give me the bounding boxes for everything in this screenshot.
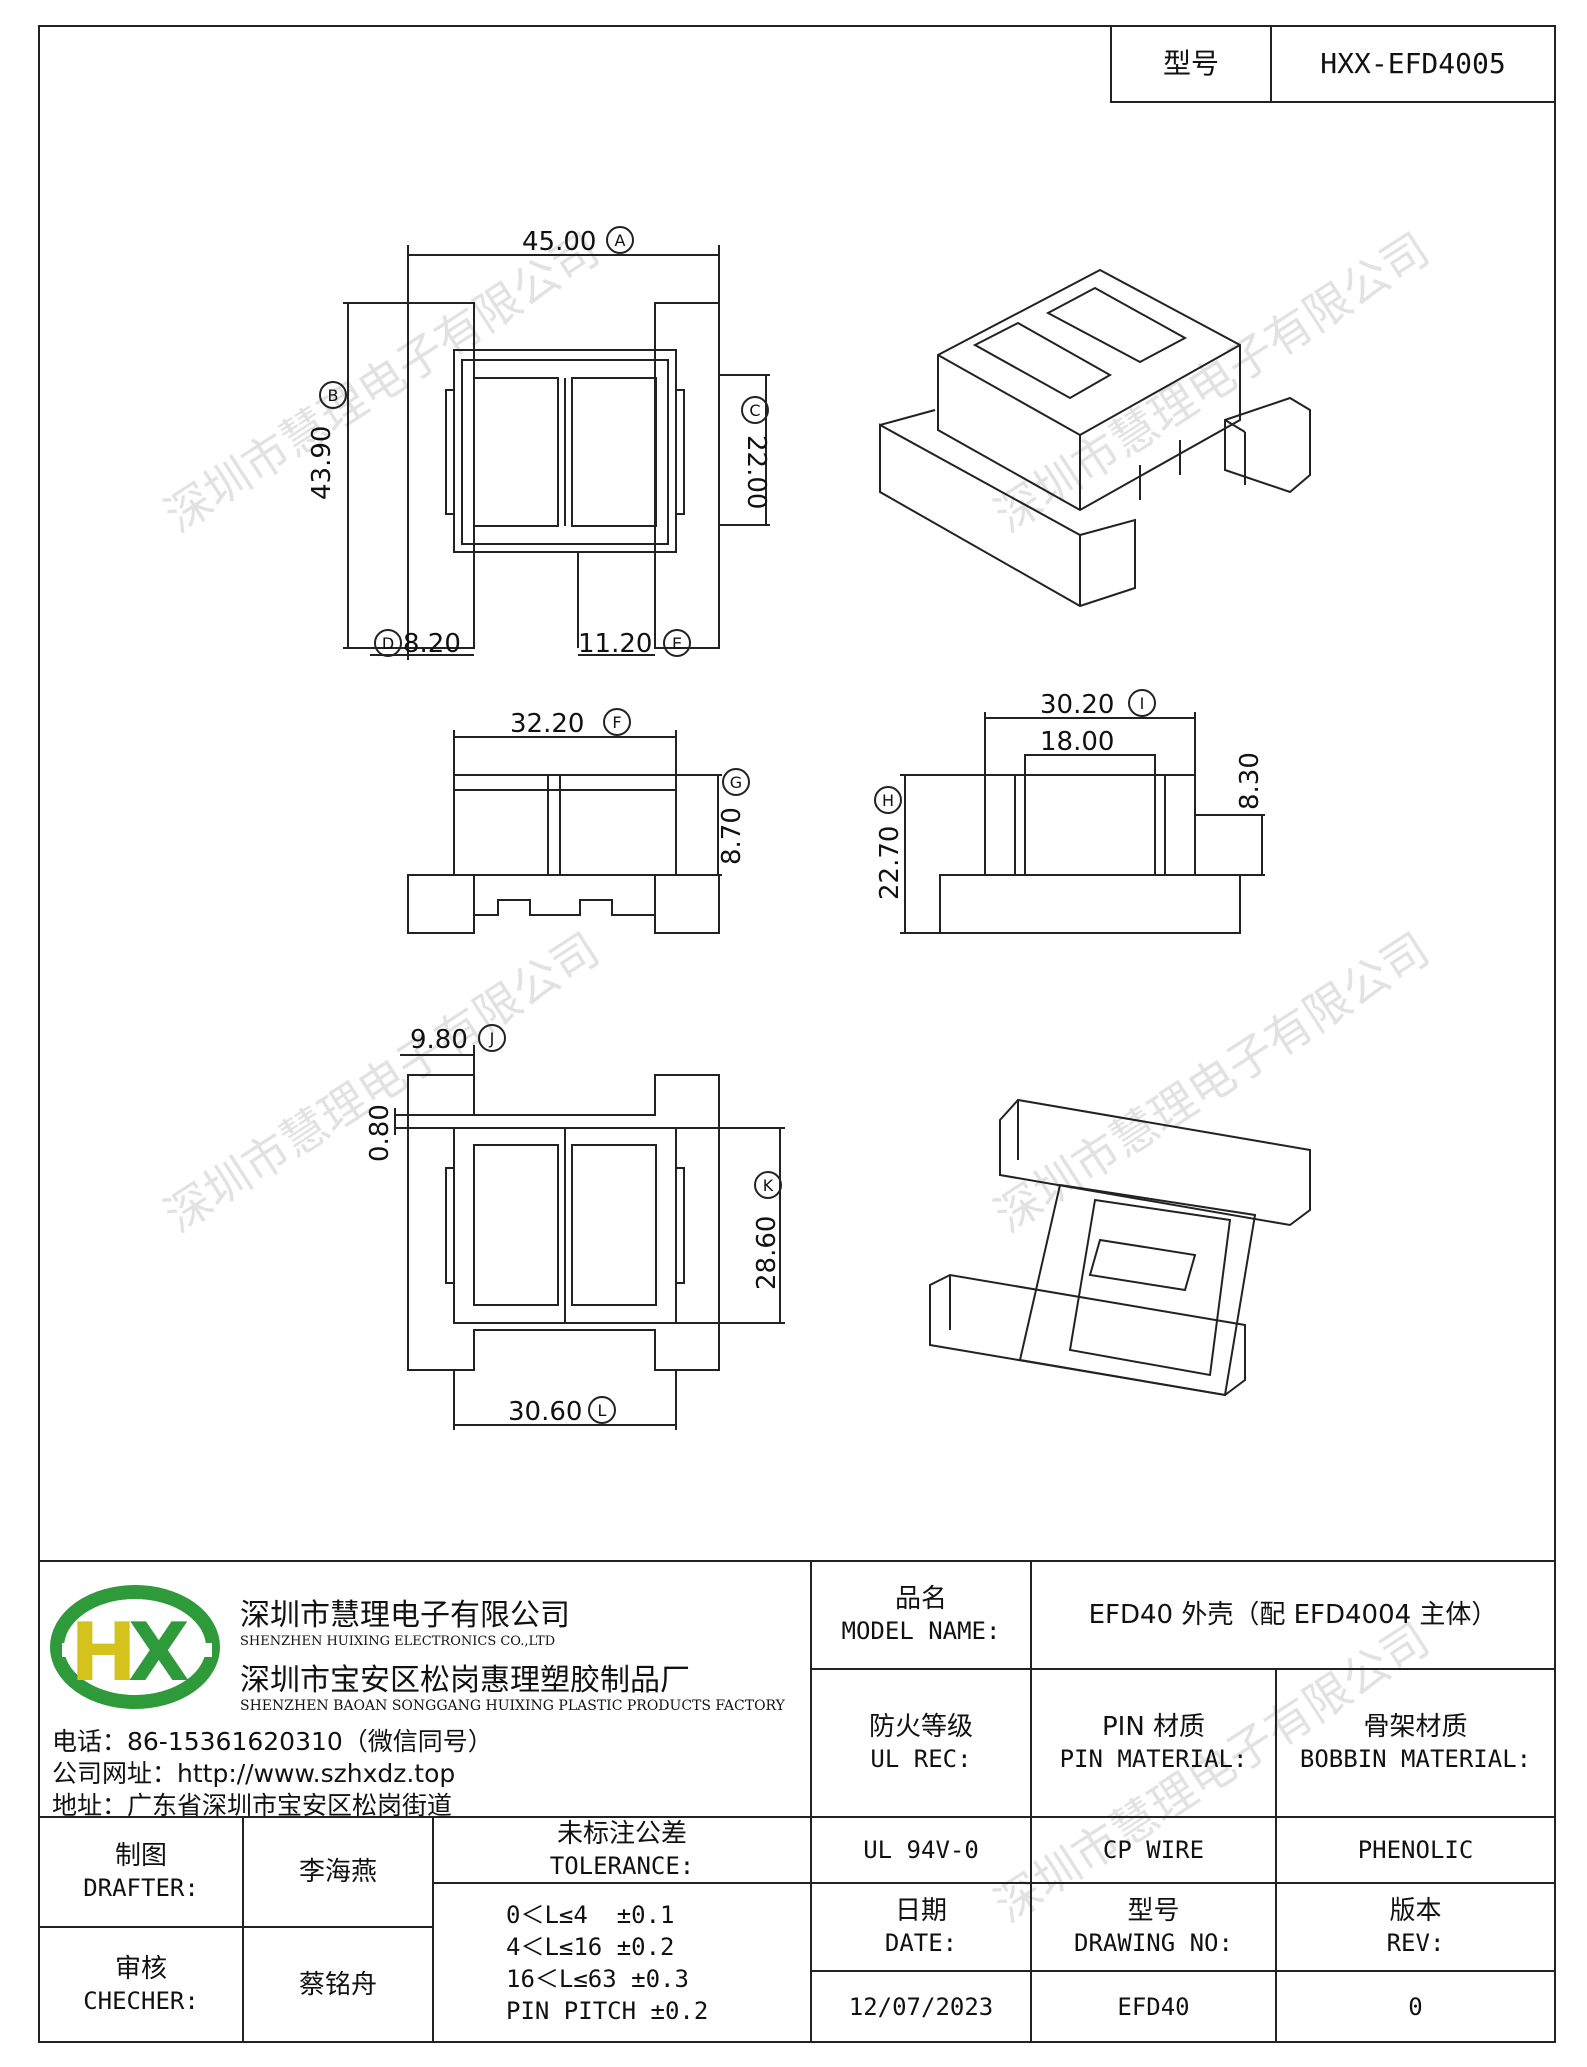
checker-cn: 审核 bbox=[114, 1953, 167, 1984]
dim-inner-text: 18.00 bbox=[1040, 727, 1114, 757]
ul-cn: 防火等级 bbox=[868, 1712, 973, 1742]
dim-f-text: 32.20 bbox=[510, 709, 584, 739]
company-name-cn: 深圳市慧理电子有限公司 bbox=[240, 1598, 570, 1633]
dim-d-text: 8.20 bbox=[403, 629, 461, 659]
tag-b: B bbox=[328, 386, 339, 405]
tolerance-en: TOLERANCE: bbox=[549, 1852, 695, 1880]
date-en: DATE: bbox=[884, 1929, 958, 1957]
dim-k-text: 28.60 bbox=[752, 1216, 782, 1290]
bobbin-value-cell: PHENOLIC bbox=[1275, 1816, 1556, 1884]
company-logo: HX H X bbox=[50, 1585, 220, 1709]
title-block bbox=[38, 1560, 1556, 2043]
tolerance-line: PIN PITCH ±0.2 bbox=[506, 1996, 709, 2025]
tag-h: H bbox=[882, 791, 894, 810]
tolerance-label-cell: 未标注公差 TOLERANCE: bbox=[432, 1816, 812, 1884]
drawing-no-cn: 型号 bbox=[1127, 1896, 1180, 1926]
rev-en: REV: bbox=[1386, 1929, 1445, 1957]
tolerance-line: 16＜L≤63 ±0.3 bbox=[506, 1964, 689, 1993]
drafter-cn: 制图 bbox=[114, 1841, 167, 1871]
factory-name-cn: 深圳市宝安区松岗惠理塑胶制品厂 bbox=[240, 1663, 690, 1698]
pin-label-cell: PIN 材质 PIN MATERIAL: bbox=[1030, 1668, 1277, 1818]
rev-cn: 版本 bbox=[1389, 1896, 1442, 1926]
dim-i-text: 30.20 bbox=[1040, 690, 1114, 720]
tag-l: L bbox=[598, 1401, 607, 1420]
side-view bbox=[900, 712, 1265, 934]
dim-e-text: 11.20 bbox=[578, 629, 652, 659]
tag-j: J bbox=[489, 1029, 495, 1048]
bobbin-label-cell: 骨架材质 BOBBIN MATERIAL: bbox=[1275, 1668, 1556, 1818]
dim-j-text: 9.80 bbox=[410, 1025, 468, 1055]
top-view bbox=[343, 245, 770, 660]
tag-i: I bbox=[1140, 694, 1145, 713]
bobbin-en: BOBBIN MATERIAL: bbox=[1299, 1745, 1532, 1773]
model-name-value-cell: EFD40 外壳（配 EFD4004 主体） bbox=[1030, 1560, 1556, 1670]
tag-a: A bbox=[615, 231, 626, 250]
factory-name-en: SHENZHEN BAOAN SONGGANG HUIXING PLASTIC … bbox=[240, 1698, 785, 1714]
iso-view-top bbox=[879, 268, 1311, 608]
model-name-cn: 品名 bbox=[894, 1584, 947, 1614]
tag-f: F bbox=[612, 713, 621, 732]
dim-830-text: 8.30 bbox=[1235, 752, 1265, 810]
tolerance-values-cell: 0＜L≤4 ±0.1 4＜L≤16 ±0.2 16＜L≤63 ±0.3 PIN … bbox=[432, 1882, 812, 2043]
bobbin-cn: 骨架材质 bbox=[1363, 1712, 1468, 1742]
dim-g-text: 8.70 bbox=[717, 807, 747, 865]
tolerance-cn: 未标注公差 bbox=[556, 1819, 687, 1849]
pin-en: PIN MATERIAL: bbox=[1059, 1745, 1248, 1773]
drafter-label-cell: 制图 DRAFTER: bbox=[38, 1816, 244, 1928]
pin-value-cell: CP WIRE bbox=[1030, 1816, 1277, 1884]
tag-d: D bbox=[382, 634, 394, 653]
dim-b-text: 43.90 bbox=[307, 426, 337, 500]
ul-en: UL REC: bbox=[870, 1745, 972, 1773]
ul-label-cell: 防火等级 UL REC: bbox=[810, 1668, 1032, 1818]
date-value-cell: 12/07/2023 bbox=[810, 1970, 1032, 2043]
drafter-name-cell: 李海燕 bbox=[242, 1816, 434, 1928]
checker-label-cell: 审核 CHECHER: bbox=[38, 1926, 244, 2043]
iso-view-bottom bbox=[929, 1098, 1311, 1397]
tolerance-line: 0＜L≤4 ±0.1 bbox=[506, 1900, 675, 1929]
tag-e: E bbox=[672, 634, 682, 653]
dim-l-text: 30.60 bbox=[508, 1397, 582, 1427]
svg-text:H: H bbox=[70, 1606, 137, 1699]
svg-text:X: X bbox=[128, 1606, 190, 1699]
front-view bbox=[407, 730, 722, 934]
company-address: 地址：广东省深圳市宝安区松岗街道 bbox=[52, 1791, 453, 1820]
ul-value-cell: UL 94V-0 bbox=[810, 1816, 1032, 1884]
drafter-en: DRAFTER: bbox=[83, 1874, 199, 1902]
date-label-cell: 日期 DATE: bbox=[810, 1882, 1032, 1972]
rev-value-cell: 0 bbox=[1275, 1970, 1556, 2043]
model-name-en: MODEL NAME: bbox=[841, 1617, 1001, 1645]
technical-drawing: 45.00 43.90 22.00 22.00 8.20 11.20 32.20… bbox=[307, 226, 1311, 1430]
dim-080-text: 0.80 bbox=[365, 1104, 395, 1162]
pin-cn: PIN 材质 bbox=[1101, 1712, 1206, 1742]
dim-a-text: 45.00 bbox=[522, 227, 596, 257]
checker-en: CHECHER: bbox=[83, 1986, 199, 2015]
tag-g: G bbox=[730, 773, 742, 792]
dim-h-text: 22.70 bbox=[875, 826, 905, 900]
tag-k: K bbox=[763, 1176, 774, 1195]
dim-c-text-visible: 22.00 bbox=[741, 435, 771, 509]
model-value-cell: HXX-EFD4005 bbox=[1270, 25, 1556, 103]
rev-label-cell: 版本 REV: bbox=[1275, 1882, 1556, 1972]
tolerance-line: 4＜L≤16 ±0.2 bbox=[506, 1932, 675, 1961]
company-phone: 电话：86-15361620310（微信同号） bbox=[52, 1727, 493, 1756]
tag-c: C bbox=[749, 401, 760, 420]
company-website: 公司网址：http://www.szhxdz.top bbox=[52, 1759, 456, 1788]
drawing-no-label-cell: 型号 DRAWING NO: bbox=[1030, 1882, 1277, 1972]
drawing-no-en: DRAWING NO: bbox=[1074, 1929, 1233, 1957]
bottom-view bbox=[394, 1045, 785, 1430]
company-name-en: SHENZHEN HUIXING ELECTRONICS CO.,LTD bbox=[240, 1634, 556, 1649]
checker-name-cell: 蔡铭舟 bbox=[242, 1926, 434, 2043]
date-cn: 日期 bbox=[894, 1896, 947, 1926]
model-name-label-cell: 品名 MODEL NAME: bbox=[810, 1560, 1032, 1670]
drawing-no-value-cell: EFD40 bbox=[1030, 1970, 1277, 2043]
